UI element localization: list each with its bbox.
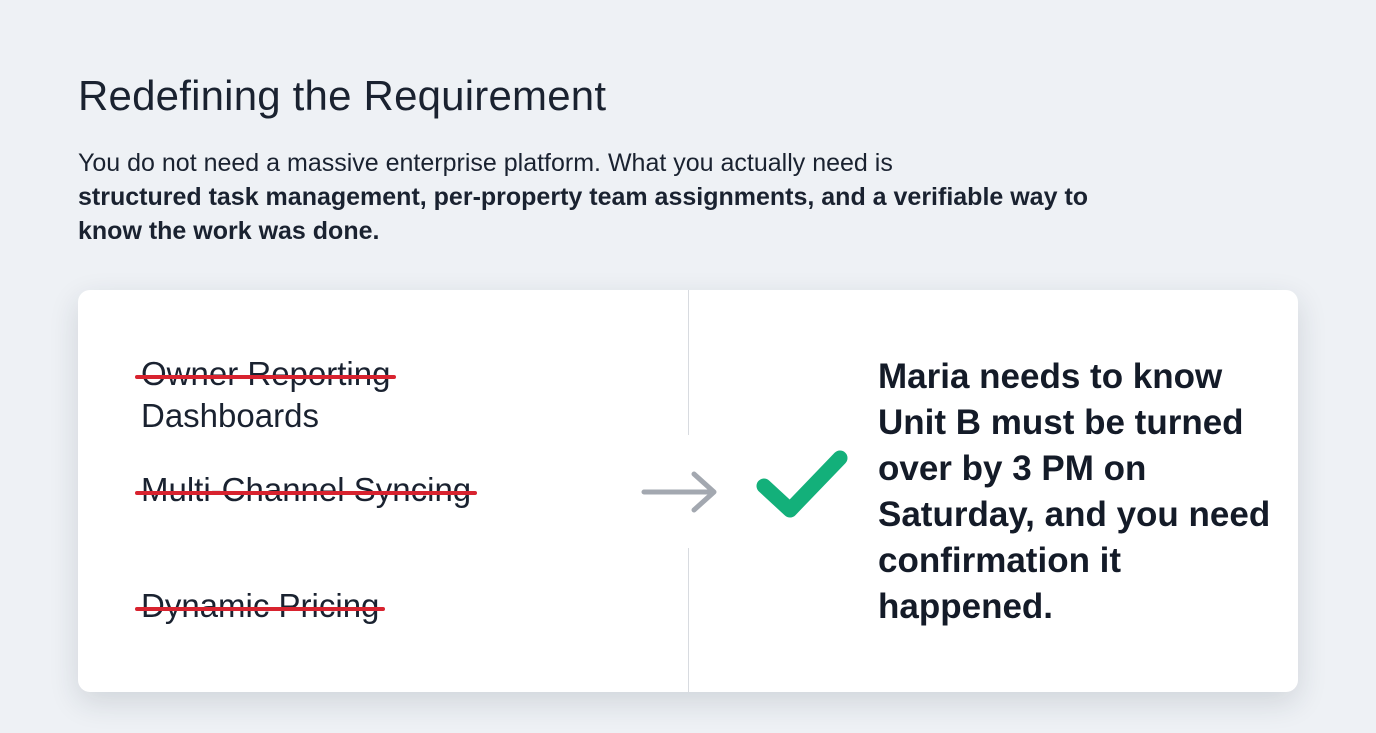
crossed-item-dynamic-pricing: Dynamic Pricing <box>134 585 386 627</box>
comparison-card: Owner Reporting Dashboards Multi-Channel… <box>78 290 1298 692</box>
checkmark-icon <box>756 450 848 518</box>
arrow-right-icon <box>641 471 717 513</box>
crossed-label: Dynamic Pricing <box>134 585 386 627</box>
crossed-label: Multi-Channel Syncing <box>134 469 478 511</box>
intro-paragraph: You do not need a massive enterprise pla… <box>78 146 1108 248</box>
requirement-statement: Maria needs to know Unit B must be turne… <box>878 357 1271 626</box>
crossed-item-owner-reporting: Owner Reporting Dashboards <box>134 353 397 437</box>
crossed-item-multi-channel: Multi-Channel Syncing <box>134 469 478 511</box>
divider-bottom <box>688 548 689 692</box>
intro-plain: You do not need a massive enterprise pla… <box>78 149 893 177</box>
crossed-label: Owner Reporting <box>134 353 397 395</box>
crossed-label-continuation: Dashboards <box>141 397 319 434</box>
intro-bold: structured task management, per-property… <box>78 183 1089 245</box>
divider-top <box>688 290 689 435</box>
page-title: Redefining the Requirement <box>78 72 607 119</box>
